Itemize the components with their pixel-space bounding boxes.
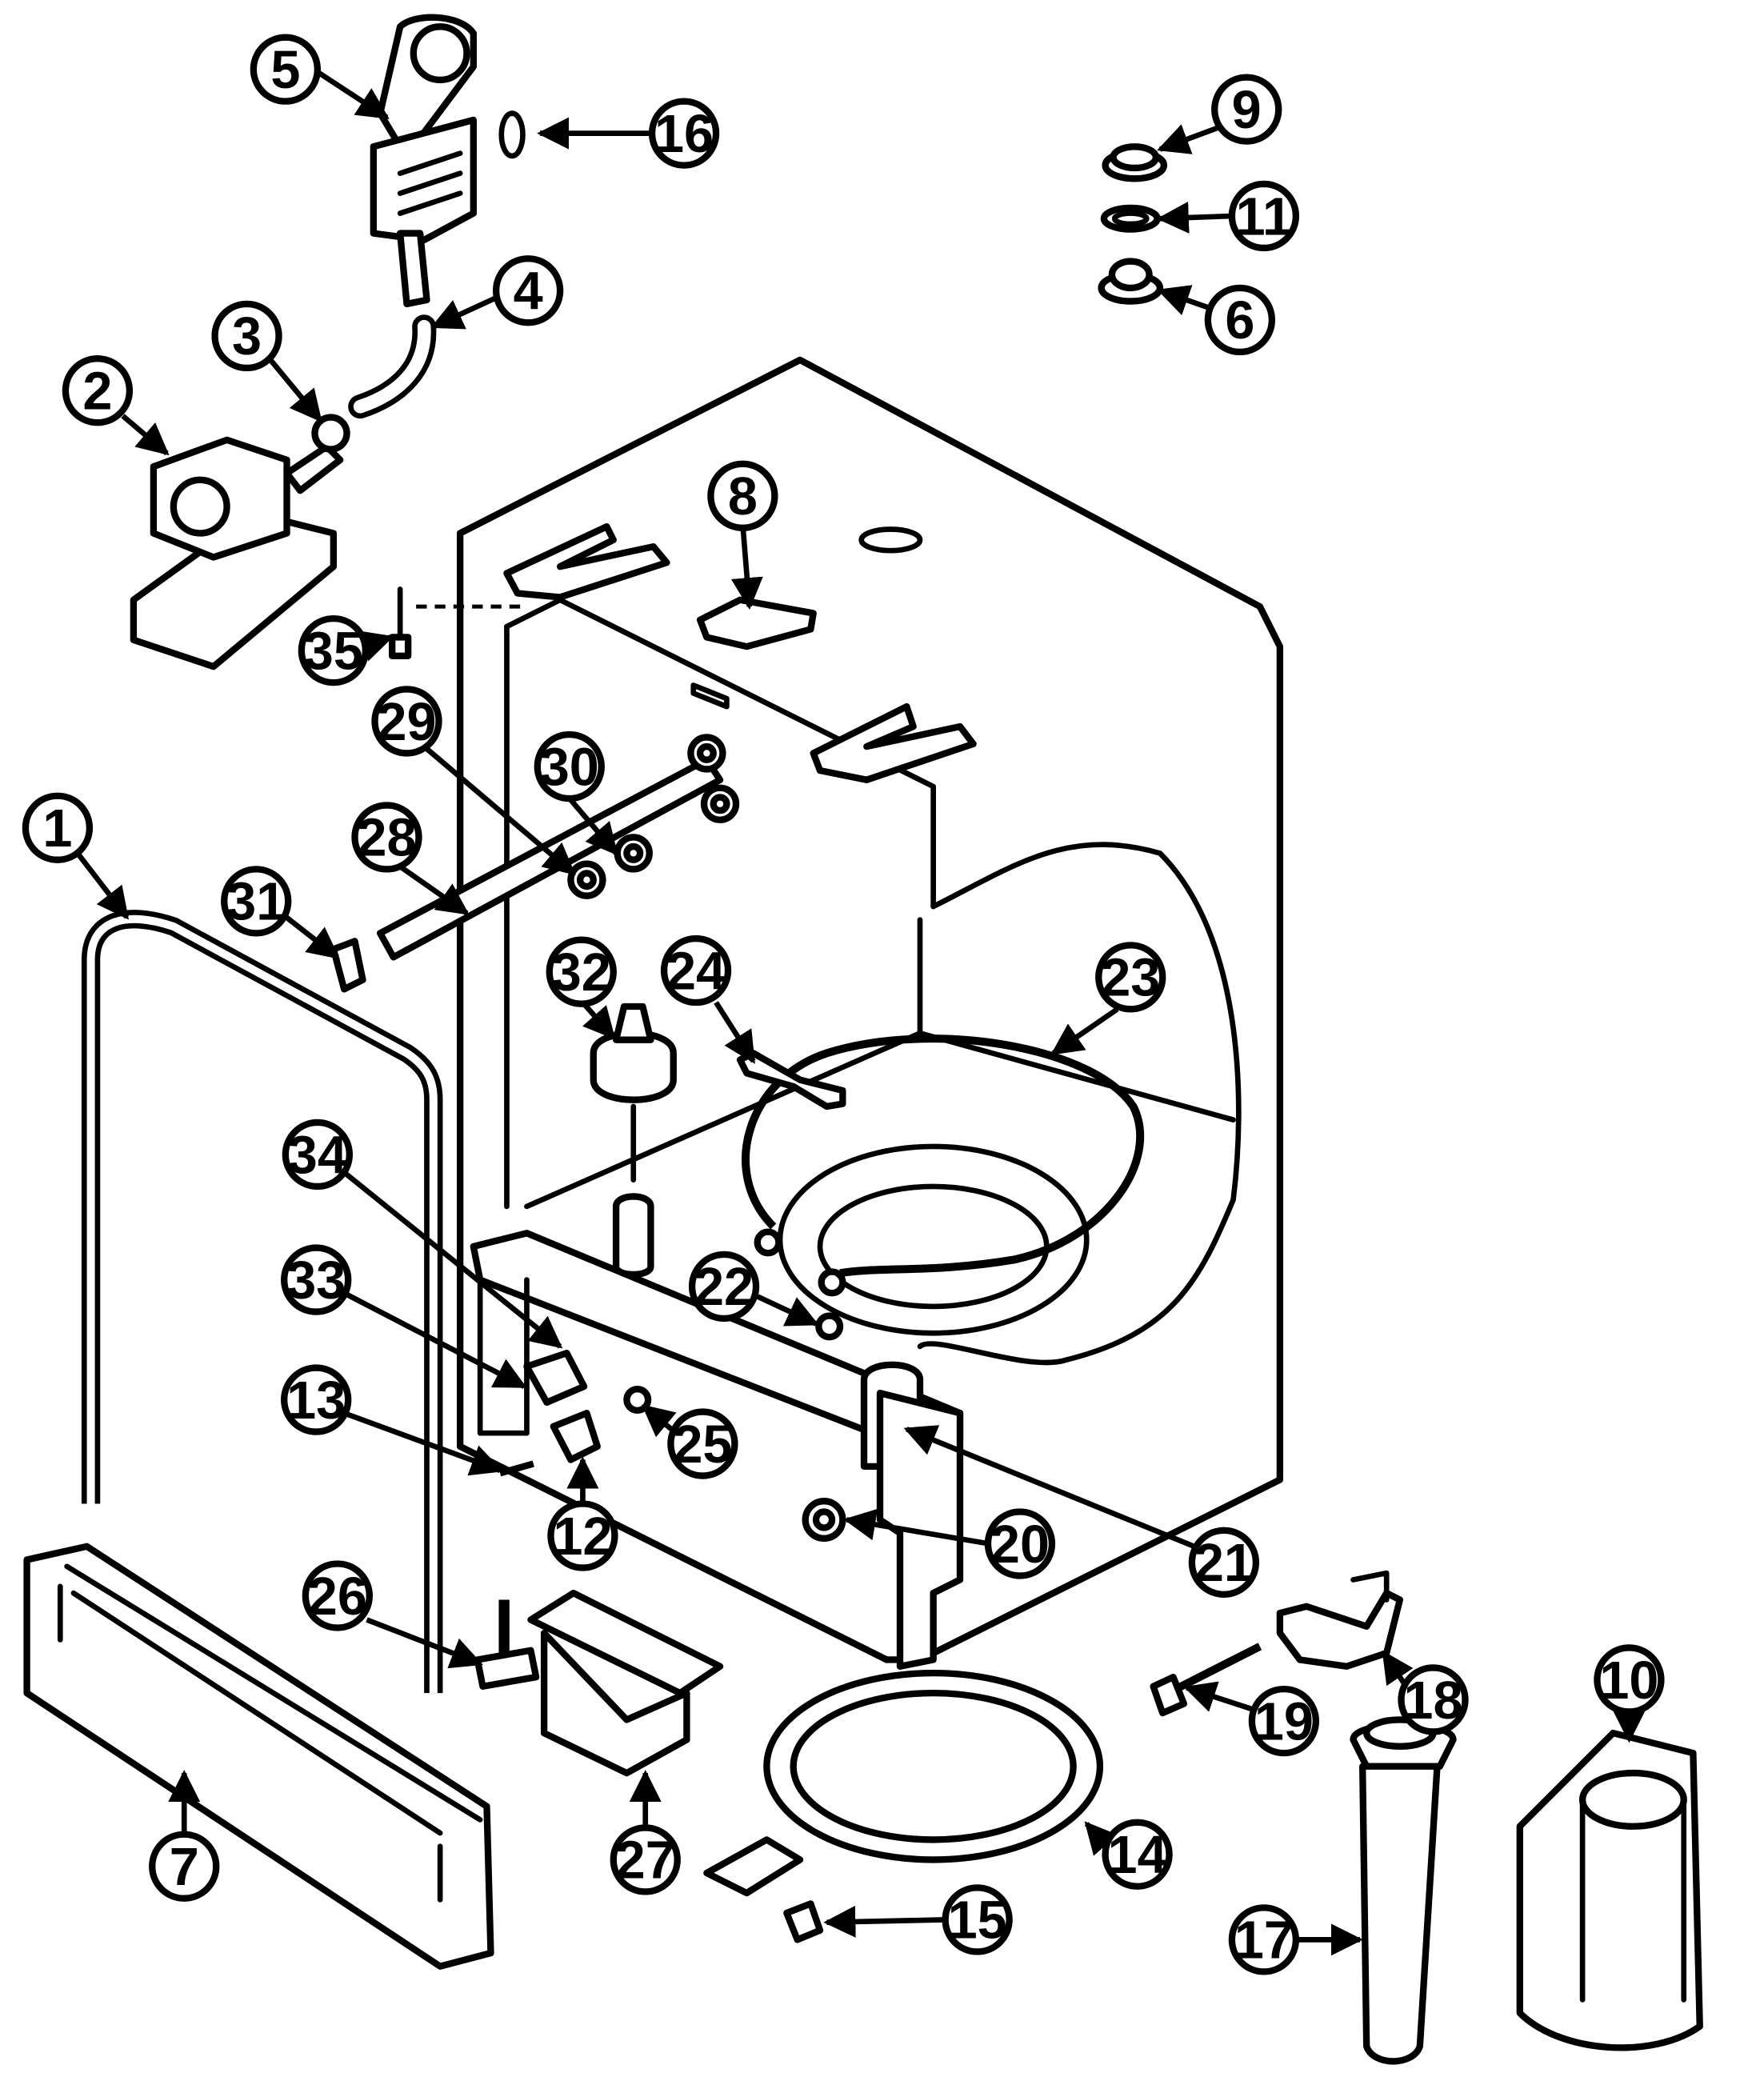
filter-tube (1350, 1716, 1457, 2065)
callout-20: 20 (984, 1508, 1056, 1579)
callout-25: 25 (667, 1408, 738, 1479)
door-switch-parts (498, 1312, 844, 1477)
callout-15-label: 15 (948, 1891, 1007, 1951)
callout-7: 7 (149, 1831, 220, 1902)
top-bracket-right (810, 702, 977, 783)
callout-25-label: 25 (673, 1415, 732, 1475)
callout-27: 27 (610, 1824, 681, 1895)
callout-24-label: 24 (666, 942, 726, 1001)
callout-32-label: 32 (552, 943, 611, 1002)
callout-19: 19 (1248, 1685, 1320, 1757)
leader-lines (75, 66, 1646, 1956)
callout-23-label: 23 (1101, 949, 1160, 1008)
callout-33: 33 (281, 1244, 352, 1315)
callout-29: 29 (371, 686, 442, 757)
callout-22-label: 22 (694, 1258, 754, 1317)
callout-17: 17 (1228, 1904, 1300, 1975)
callout-22: 22 (688, 1251, 760, 1323)
callout-24: 24 (660, 934, 732, 1006)
callout-16: 16 (648, 98, 720, 169)
callout-12: 12 (547, 1500, 618, 1571)
tub-opening-ring (858, 526, 923, 554)
callout-23: 23 (1095, 942, 1166, 1013)
fill-funnel (370, 14, 477, 308)
callout-18: 18 (1398, 1664, 1469, 1735)
junction-cover (527, 1589, 724, 1777)
callout-5: 5 (250, 34, 322, 105)
callout-10: 10 (1594, 1644, 1665, 1715)
callout-7-label: 7 (170, 1838, 199, 1897)
element-bracket (736, 1050, 846, 1111)
callout-32: 32 (546, 936, 617, 1007)
callout-3-label: 3 (232, 307, 262, 366)
callout-34: 34 (282, 1119, 354, 1191)
callout-29-label: 29 (377, 693, 436, 752)
heating-element (742, 1034, 1145, 1297)
callout-17-label: 17 (1234, 1911, 1294, 1971)
callout-26: 26 (302, 1560, 373, 1631)
callout-19-label: 19 (1254, 1692, 1314, 1751)
rollers (567, 734, 740, 899)
callout-16-label: 16 (654, 105, 714, 164)
callout-8-label: 8 (728, 467, 758, 526)
filter-shield (1516, 1729, 1703, 2051)
rail-end-cap (330, 938, 366, 993)
callout-31: 31 (221, 866, 292, 937)
callout-21: 21 (1188, 1527, 1260, 1598)
o-ring (498, 110, 526, 159)
callout-6: 6 (1204, 284, 1276, 356)
callout-12-label: 12 (553, 1507, 612, 1567)
top-bracket-left (503, 522, 670, 601)
callout-30: 30 (534, 730, 605, 802)
callout-21-label: 21 (1194, 1534, 1254, 1593)
mount-bracket (1276, 1570, 1403, 1670)
callout-9-label: 9 (1232, 81, 1262, 140)
water-valve (130, 414, 350, 670)
callout-31-label: 31 (226, 873, 286, 932)
callout-30-label: 30 (540, 738, 599, 797)
callout-11: 11 (1228, 180, 1300, 252)
callout-6-label: 6 (1225, 291, 1254, 350)
callouts: 1 2 3 4 5 6 7 8 9 10 11 12 13 14 15 16 1… (22, 34, 1665, 1975)
callout-18-label: 18 (1403, 1671, 1462, 1731)
callout-2-label: 2 (82, 362, 112, 422)
callout-9: 9 (1211, 74, 1282, 145)
callout-14-label: 14 (1108, 1826, 1167, 1885)
callout-26-label: 26 (308, 1567, 367, 1627)
callout-1: 1 (22, 792, 94, 863)
callout-13-label: 13 (286, 1371, 346, 1431)
tub (456, 356, 1284, 1663)
kick-plate (23, 1543, 494, 1970)
callout-15: 15 (942, 1884, 1013, 1955)
callout-34-label: 34 (288, 1126, 347, 1185)
callout-4-label: 4 (514, 262, 543, 322)
ring-clip (783, 1900, 824, 1943)
callout-14: 14 (1102, 1819, 1173, 1890)
callout-4: 4 (492, 255, 564, 326)
callout-2: 2 (62, 355, 134, 426)
bolt (1150, 1643, 1262, 1717)
callout-5-label: 5 (270, 41, 300, 100)
callout-10-label: 10 (1599, 1651, 1658, 1711)
callout-28: 28 (351, 802, 422, 873)
callout-27-label: 27 (616, 1831, 675, 1891)
callout-1-label: 1 (42, 799, 72, 858)
leveling-leg (474, 1599, 540, 1690)
callout-13: 13 (281, 1364, 352, 1435)
callout-28-label: 28 (357, 809, 416, 868)
callout-33-label: 33 (286, 1251, 346, 1311)
sump-seal-ring (703, 1669, 1104, 1897)
callout-35: 35 (298, 614, 369, 686)
callout-20-label: 20 (990, 1515, 1050, 1575)
callout-8: 8 (707, 460, 778, 531)
callout-35-label: 35 (304, 622, 363, 681)
pump-inlet (802, 1361, 964, 1670)
seal-set (1098, 143, 1168, 305)
float-assembly (590, 1002, 677, 1278)
callout-11-label: 11 (1236, 187, 1292, 246)
callout-3: 3 (211, 300, 282, 372)
